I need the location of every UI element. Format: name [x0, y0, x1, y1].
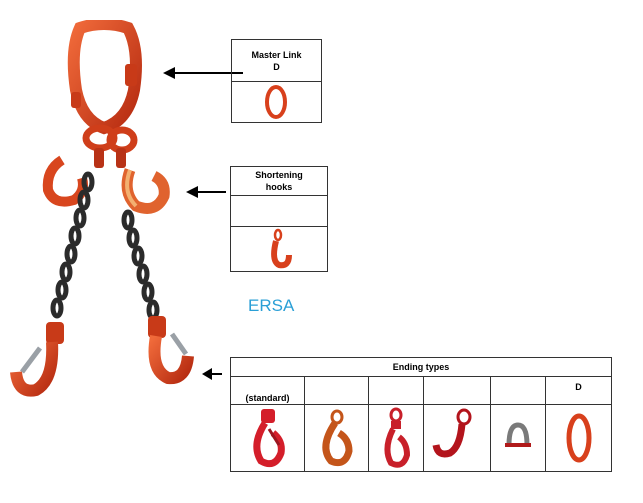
- ending-image-cell-3: [368, 404, 424, 472]
- ending-image-cell-5: [490, 404, 546, 472]
- master-link-header-line2: D: [273, 61, 280, 72]
- eye-sling-hook-icon: [322, 409, 353, 467]
- shortening-image-cell: [230, 226, 328, 272]
- shortening-hooks-table: Shortening hooks: [230, 166, 328, 272]
- chain-leg-left-icon: [50, 171, 95, 319]
- arrow-shortening-icon: [186, 186, 226, 198]
- self-locking-hook-icon: [253, 409, 285, 468]
- open-eye-hook-icon: [432, 408, 472, 458]
- bottom-hook-left-icon: [10, 322, 64, 397]
- shortening-header-line1: Shortening: [255, 170, 303, 180]
- master-link-icon: [67, 20, 142, 135]
- master-link-icon: [265, 85, 287, 119]
- master-link-table: Master Link D: [231, 39, 322, 123]
- ending-types-table: Ending types (standard) D: [229, 357, 613, 472]
- shackle-icon: [505, 422, 531, 447]
- brand-label: ERSA: [248, 296, 295, 315]
- shortening-hook-left-icon: [42, 155, 88, 207]
- ending-label-5: [490, 376, 546, 405]
- master-link-header-line1: Master Link: [251, 49, 302, 60]
- ending-label-4: [423, 376, 491, 405]
- shortening-hook-right-icon: [121, 168, 170, 214]
- chain-sling-illustration: [10, 20, 194, 397]
- ending-label-d: D: [544, 376, 613, 405]
- master-link-icon: [566, 413, 592, 463]
- chain-leg-right-icon: [121, 209, 160, 321]
- ending-image-cell-4: [423, 404, 491, 472]
- ending-image-cell-2: [304, 404, 369, 472]
- shortening-empty-cell: [230, 195, 328, 227]
- arrow-ending-types-icon: [202, 368, 222, 380]
- master-link-image-cell: [231, 81, 322, 123]
- shortening-header-line2: hooks: [265, 182, 293, 192]
- ending-label-standard: (standard): [230, 376, 305, 405]
- ending-image-cell-6: [544, 404, 613, 472]
- shortening-header: Shortening hooks: [230, 166, 328, 196]
- shortening-hook-icon: [271, 228, 292, 269]
- master-link-header: Master Link D: [231, 39, 322, 82]
- ending-image-cell-1: [230, 404, 305, 472]
- ending-label-3: [368, 376, 424, 405]
- swivel-self-locking-hook-icon: [384, 407, 411, 468]
- ending-types-title: Ending types: [229, 357, 613, 377]
- ending-label-2: [304, 376, 369, 405]
- coupling-links-icon: [82, 124, 138, 168]
- bottom-hook-right-icon: [148, 316, 194, 385]
